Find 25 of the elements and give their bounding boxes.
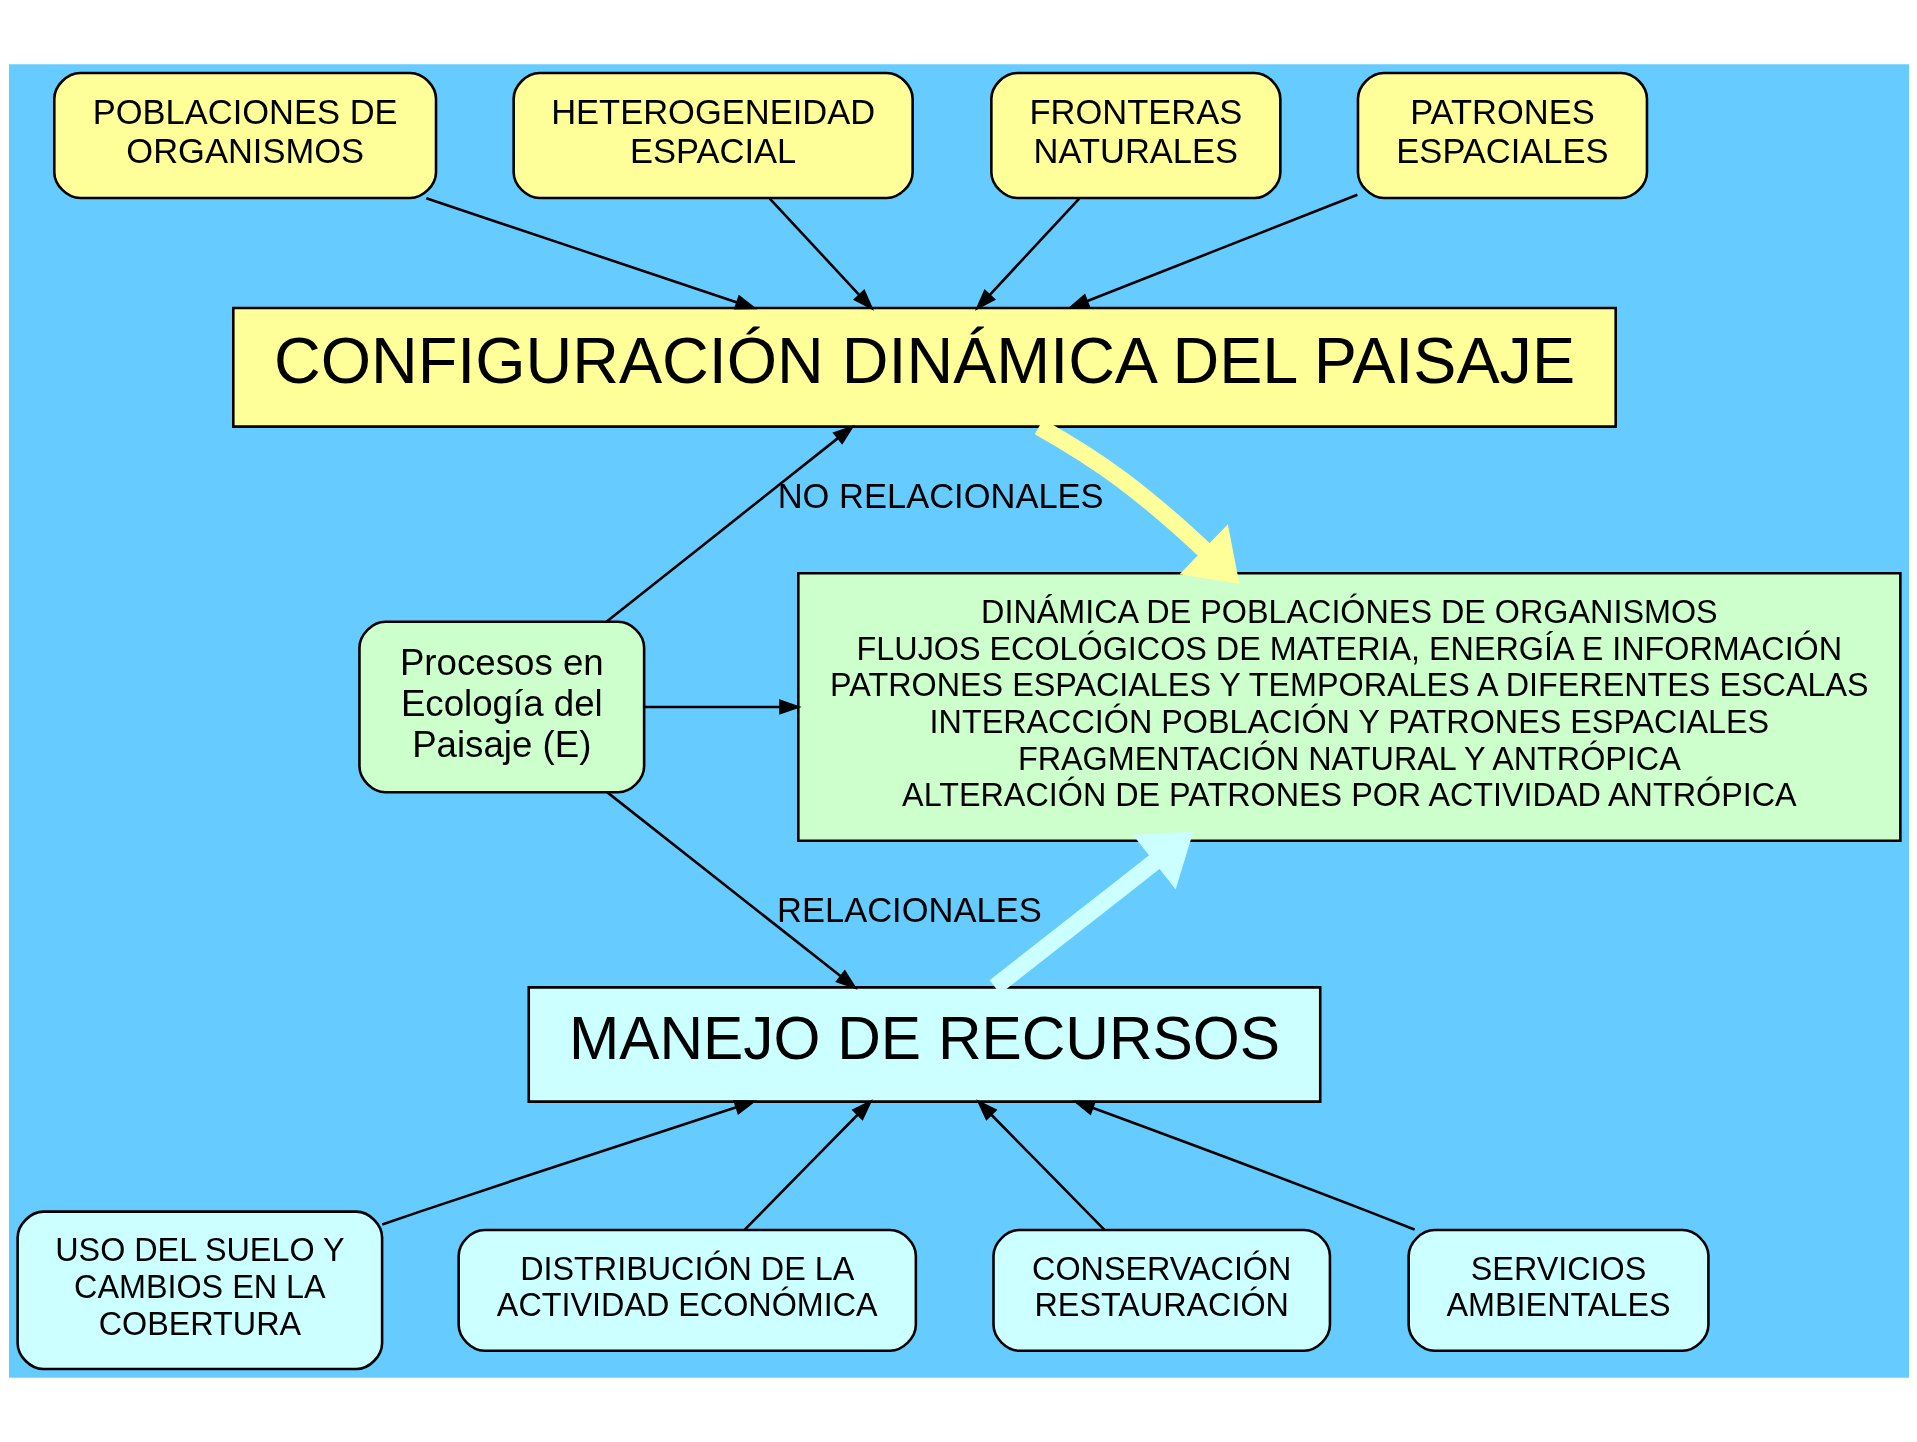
arrow	[768, 197, 874, 311]
node-box: SERVICIOS AMBIENTALES	[1406, 1228, 1710, 1353]
node-box: CONFIGURACIÓN DINÁMICA DEL PAISAJE	[231, 306, 1617, 428]
arrow	[1066, 193, 1358, 310]
arrow	[425, 197, 757, 310]
arrow	[1071, 1100, 1415, 1231]
node-box: MANEJO DE RECURSOS	[526, 986, 1322, 1103]
node-box: FRONTERAS NATURALES	[989, 71, 1282, 200]
node-box: HETEROGENEIDAD ESPACIAL	[511, 71, 914, 200]
arrow	[975, 1099, 1105, 1231]
node-box: USO DEL SUELO Y CAMBIOS EN LA COBERTURA	[15, 1210, 383, 1371]
arrow	[974, 197, 1080, 311]
edge-label: NO RELACIONALES	[777, 477, 1104, 516]
arrow	[381, 1100, 757, 1226]
arrow	[605, 424, 855, 623]
arrow	[606, 791, 858, 990]
node-box: PATRONES ESPACIALES	[1356, 71, 1648, 200]
arrow	[643, 699, 802, 715]
node-box: CONSERVACIÓN RESTAURACIÓN	[991, 1228, 1331, 1353]
node-box: DISTRIBUCIÓN DE LA ACTIVIDAD ECONÓMICA	[456, 1228, 917, 1353]
node-box: DINÁMICA DE POBLACIÓNES DE ORGANISMOS FLUJOS ECOLÓGICOS DE MATERIA, ENERGÍA E INFORMACIÓN PATRONES ESPACIALES Y TEMPORALES A DIFERENTES ESCALAS INTERACCIÓN POBLACIÓN Y PATRONES ESPACIALES FRAGMENTACIÓN NATURAL Y ANTRÓPICA ALTERACIÓN DE PATRONES POR ACTIVIDAD ANTRÓPICA	[796, 571, 1902, 842]
node-box: Procesos en Ecología del Paisaje (E)	[357, 620, 645, 794]
arrow	[743, 1099, 873, 1231]
node-box: POBLACIONES DE ORGANISMOS	[52, 71, 437, 200]
edge-label: RELACIONALES	[776, 891, 1042, 930]
